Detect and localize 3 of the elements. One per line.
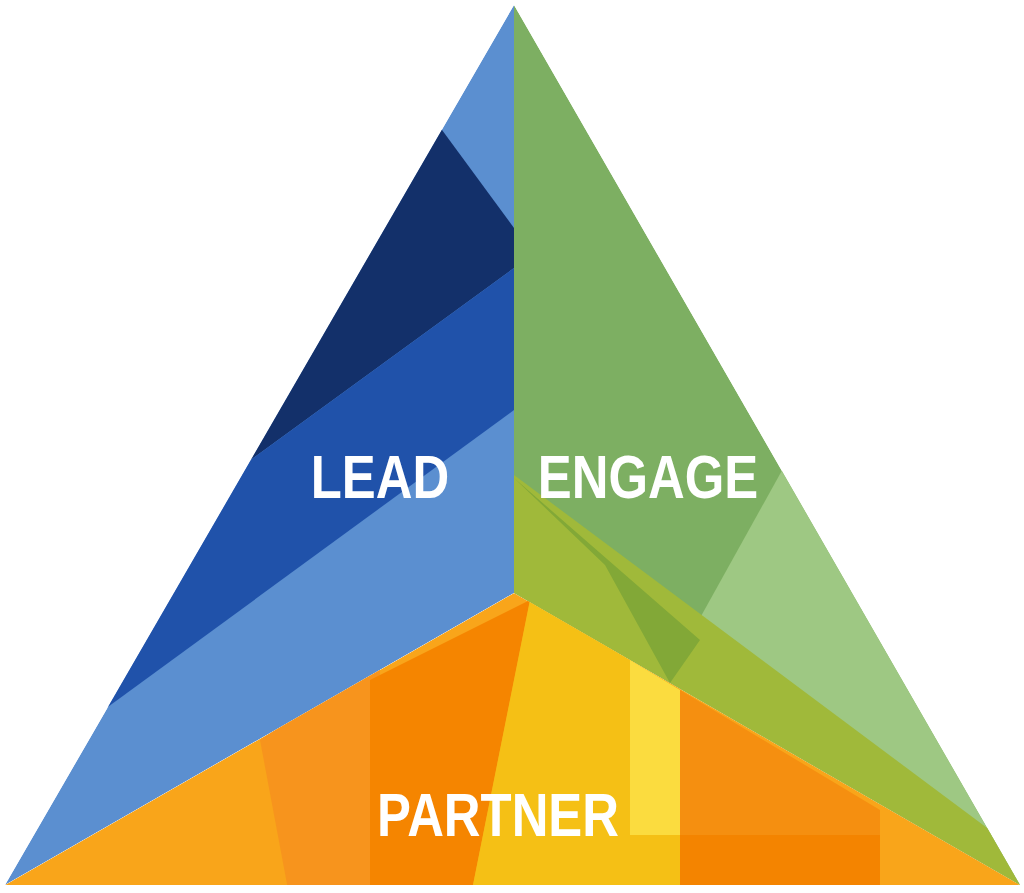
segment-label: ENGAGE bbox=[537, 446, 759, 508]
segment-label: PARTNER bbox=[377, 784, 619, 846]
segment-label: LEAD bbox=[310, 446, 450, 508]
